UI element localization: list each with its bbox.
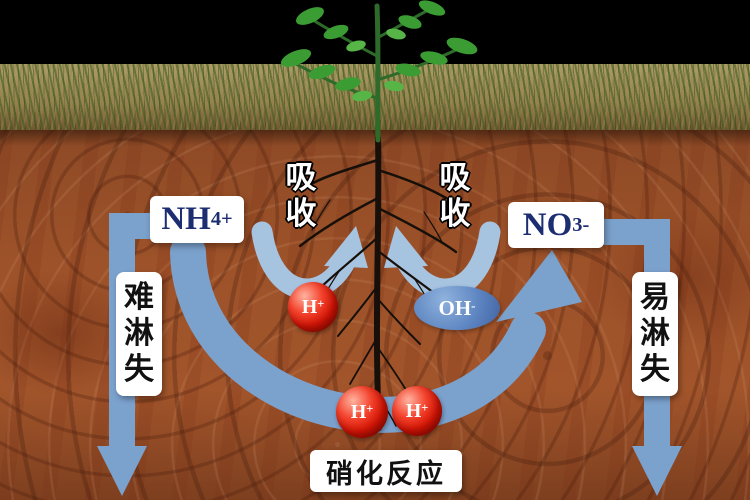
leach-arrow-right-head — [632, 446, 682, 496]
plant — [280, 0, 478, 143]
no3-base: NO — [522, 206, 573, 243]
nitrification-label: 硝化反应 — [310, 450, 462, 492]
h-ion-bottom-1: H+ — [336, 386, 388, 438]
h-base: H — [405, 399, 422, 422]
nitrification-arrow — [170, 234, 546, 433]
oh-superscript: - — [471, 297, 476, 313]
easy-leach-label: 易淋失 — [632, 272, 678, 396]
h-superscript: + — [317, 296, 325, 311]
nh4-subscript: 4 — [210, 208, 222, 230]
h-superscript: + — [366, 401, 374, 416]
nh4-base: NH — [161, 201, 211, 237]
absorb-arrow-left-head — [324, 226, 368, 268]
absorb-arrow-right-head — [384, 226, 428, 268]
no3-superscript: - — [582, 213, 590, 236]
h-ion-left: H+ — [288, 282, 338, 332]
nitrification-arrow-head — [496, 250, 582, 322]
h-base: H — [301, 295, 318, 318]
root-system — [298, 135, 458, 431]
h-superscript: + — [421, 400, 429, 415]
no3-subscript: 3 — [572, 213, 583, 236]
leach-arrow-left-head — [97, 446, 147, 496]
absorb-label-left: 吸收 — [285, 160, 317, 231]
absorb-label-right: 吸收 — [439, 160, 471, 231]
hard-leach-label: 难淋失 — [116, 272, 162, 396]
h-base: H — [350, 400, 367, 423]
oh-ion: OH- — [414, 286, 500, 330]
oh-base: OH — [438, 295, 472, 320]
nh4-superscript: + — [221, 208, 233, 230]
h-ion-bottom-2: H+ — [392, 386, 442, 436]
